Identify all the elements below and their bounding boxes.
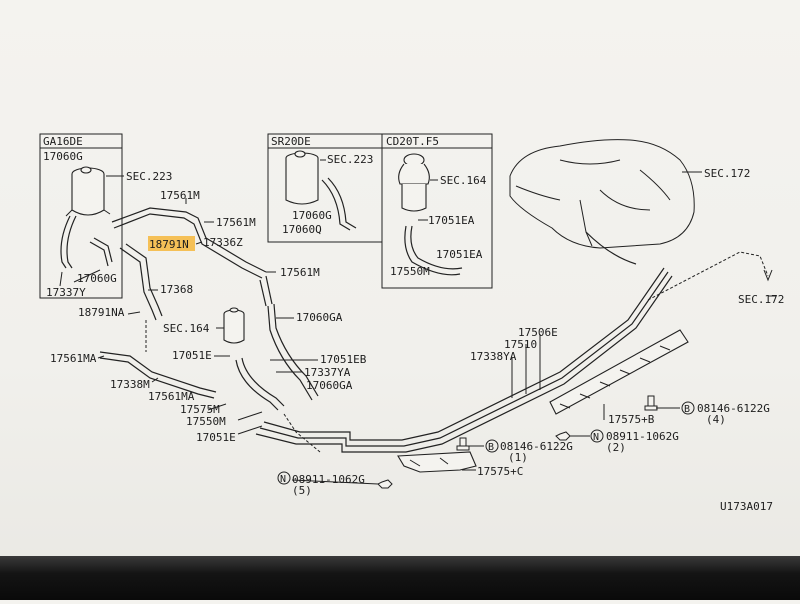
inset-cd20t-part-1: SEC.164	[440, 174, 487, 187]
label-n08911-b: 08911-1062G	[292, 473, 365, 486]
label-17510: 17510	[504, 338, 537, 351]
inset-ga16de-frame	[39, 133, 123, 299]
figure-id: U173A017	[720, 500, 773, 513]
part-number-highlight	[148, 236, 195, 251]
inset-ga16de-part-1: 17060G	[43, 150, 83, 163]
label-18791n: 18791N	[149, 238, 189, 251]
label-17060ga-a: 17060GA	[296, 311, 343, 324]
inset-cd20t-part-3: 17051EA	[436, 248, 483, 261]
label-17337ya: 17337YA	[304, 366, 351, 379]
label-b08146-b-qty: (1)	[508, 451, 528, 464]
main-fuel-lines	[255, 267, 673, 453]
inset-ga16de: GA16DE 17060G SEC.223 17060G 17337Y	[39, 133, 172, 299]
label-17561m-b: 17561M	[216, 216, 256, 229]
label-b08146-b: 08146-6122G	[500, 440, 573, 453]
inset-sr20de-title: SR20DE	[271, 135, 311, 148]
label-17051e-b: 17051E	[196, 431, 236, 444]
b-mark-icon-2	[485, 439, 499, 453]
b-mark-2: B	[488, 442, 494, 453]
label-n08911-b-qty: (5)	[292, 484, 312, 497]
label-17561ma-a: 17561MA	[50, 352, 97, 365]
canister-ga16de	[65, 166, 111, 217]
filter-cd20t	[398, 153, 430, 212]
label-18791na: 18791NA	[78, 306, 125, 319]
bolt-icon-center	[456, 437, 470, 451]
label-17338ya: 17338YA	[470, 350, 517, 363]
n-mark-2: N	[280, 474, 286, 485]
label-17060ga-b: 17060GA	[306, 379, 353, 392]
label-17561ma-b: 17561MA	[148, 390, 195, 403]
nut-icon-mid	[555, 431, 571, 441]
nut-icon-bottom	[377, 479, 393, 489]
filler-rail	[549, 329, 689, 415]
label-b08146-a-qty: (4)	[706, 413, 726, 426]
label-sec172-return: SEC.172	[738, 293, 784, 306]
inset-ga16de-part-4: 17337Y	[46, 286, 86, 299]
label-17575b: 17575+B	[608, 413, 655, 426]
label-17336z: 17336Z	[203, 236, 243, 249]
label-17506e: 17506E	[518, 326, 558, 339]
label-17051e-a: 17051E	[172, 349, 212, 362]
inset-ga16de-part-3: 17060G	[77, 272, 117, 285]
label-sec172-tank: SEC.172	[704, 167, 750, 180]
inset-cd20t-frame	[381, 133, 493, 289]
inset-sr20de-part-1: SEC.223	[327, 153, 373, 166]
fuel-tank	[509, 139, 695, 265]
label-17561m-c: 17561M	[280, 266, 320, 279]
label-17575c: 17575+C	[477, 465, 523, 478]
inset-sr20de-part-3: 17060Q	[282, 223, 322, 236]
n-mark-icon-1	[590, 429, 604, 443]
inset-ga16de-title: GA16DE	[43, 135, 83, 148]
inset-cd20t-part-2: 17051EA	[428, 214, 475, 227]
label-17338m: 17338M	[110, 378, 150, 391]
inset-sr20de-part-2: 17060G	[292, 209, 332, 222]
monitor-bezel	[0, 556, 800, 600]
fuel-filter	[223, 307, 245, 344]
n-mark-1: N	[593, 432, 599, 443]
vapor-lines-upper	[111, 207, 273, 307]
inset-cd20t: CD20T.F5 SEC.164 17051EA 17051EA 17550M	[381, 133, 493, 289]
label-sec164: SEC.164	[163, 322, 210, 335]
label-n08911-a-qty: (2)	[606, 441, 626, 454]
label-b08146-a: 08146-6122G	[697, 402, 770, 415]
bolt-icon-right	[644, 395, 658, 411]
b-mark-1: B	[684, 404, 690, 415]
label-n08911-a: 08911-1062G	[606, 430, 679, 443]
label-17575m: 17575M	[180, 403, 220, 416]
label-17561m-a: 17561M	[160, 189, 200, 202]
b-mark-icon-1	[681, 401, 695, 415]
canister-sr20de	[285, 150, 319, 205]
inset-sr20de: SR20DE SEC.223 17060G 17060Q	[267, 133, 383, 243]
n-mark-icon-2	[277, 471, 291, 485]
inset-cd20t-part-4: 17550M	[390, 265, 430, 278]
inset-ga16de-part-2: SEC.223	[126, 170, 172, 183]
label-17051eb: 17051EB	[320, 353, 367, 366]
label-17368: 17368	[160, 283, 193, 296]
inset-cd20t-title: CD20T.F5	[386, 135, 439, 148]
label-17550m: 17550M	[186, 415, 226, 428]
bracket-17575c	[397, 451, 477, 473]
